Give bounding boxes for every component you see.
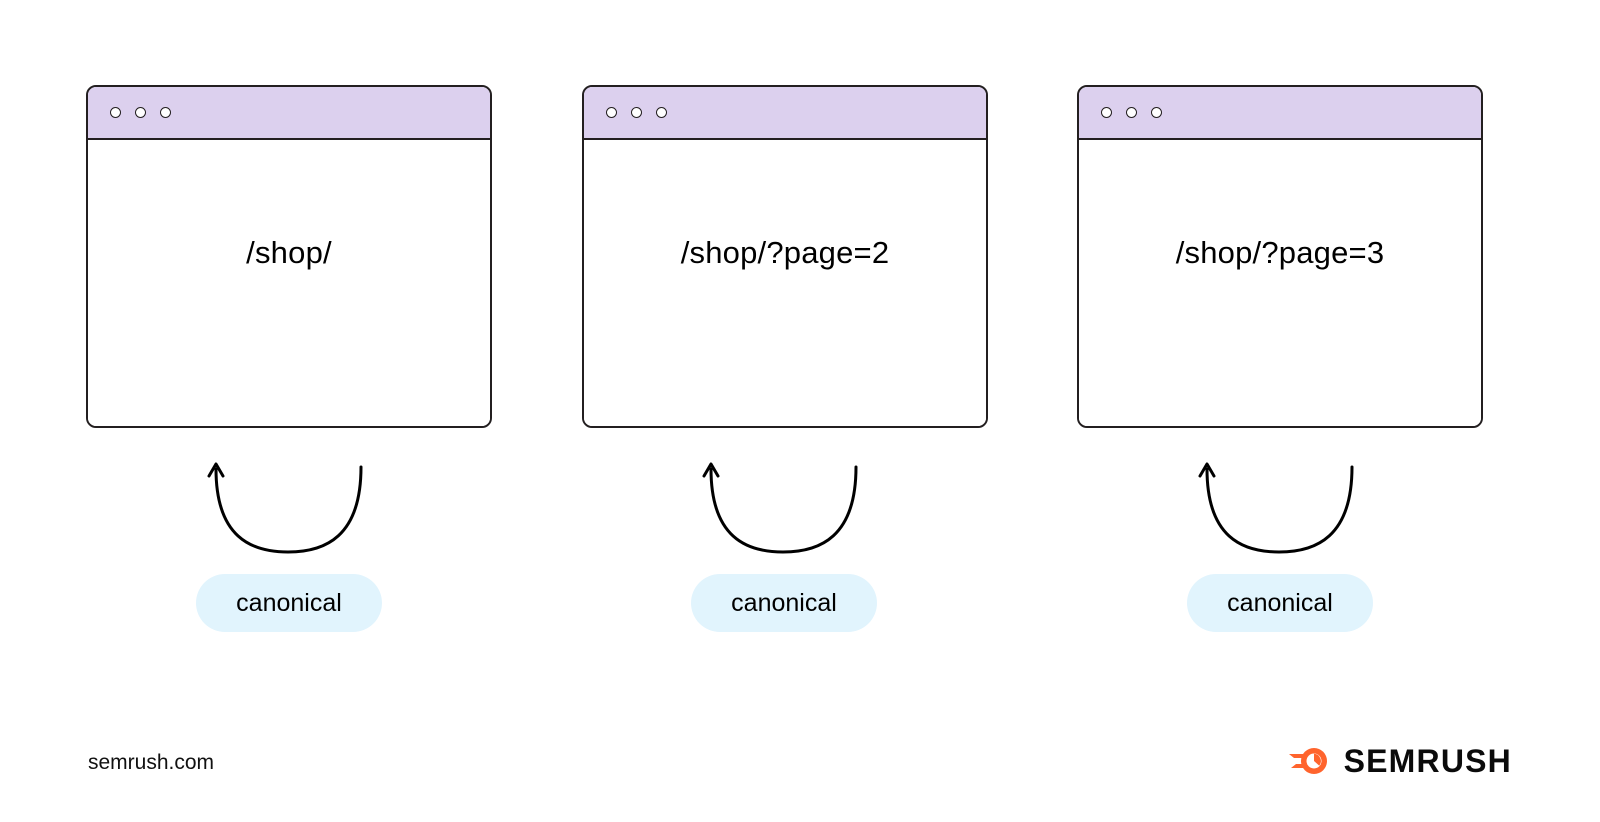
canonical-arrow-3 [1198,462,1354,554]
maximize-dot-icon [656,107,667,118]
canonical-arrow-2 [702,462,858,554]
browser-titlebar-1 [88,87,490,140]
footer-source-url: semrush.com [88,751,215,774]
maximize-dot-icon [160,107,171,118]
url-label-1: /shop/ [246,235,332,270]
browser-body-2: /shop/?page=2 [584,140,986,426]
canonical-pill-2: canonical [691,574,877,632]
canonical-arrow-1 [207,462,363,554]
url-label-2: /shop/?page=2 [680,235,890,270]
browser-body-1: /shop/ [88,140,490,426]
canonical-pill-label-1: canonical [236,588,342,617]
browser-window-2: /shop/?page=2 [582,85,988,428]
canonical-pill-1: canonical [196,574,382,632]
canonical-pill-label-2: canonical [731,588,837,617]
browser-window-1: /shop/ [86,85,492,428]
browser-window-3: /shop/?page=3 [1077,85,1483,428]
semrush-comet-icon [1288,748,1327,774]
canonical-pill-3: canonical [1187,574,1373,632]
close-dot-icon [110,107,121,118]
close-dot-icon [606,107,617,118]
semrush-logo: SEMRUSH [1288,744,1512,778]
minimize-dot-icon [1126,107,1137,118]
close-dot-icon [1101,107,1112,118]
minimize-dot-icon [135,107,146,118]
browser-titlebar-3 [1079,87,1481,140]
semrush-wordmark: SEMRUSH [1343,743,1512,779]
browser-titlebar-2 [584,87,986,140]
url-label-3: /shop/?page=3 [1175,235,1385,270]
maximize-dot-icon [1151,107,1162,118]
minimize-dot-icon [631,107,642,118]
browser-body-3: /shop/?page=3 [1079,140,1481,426]
canonical-pill-label-3: canonical [1227,588,1333,617]
